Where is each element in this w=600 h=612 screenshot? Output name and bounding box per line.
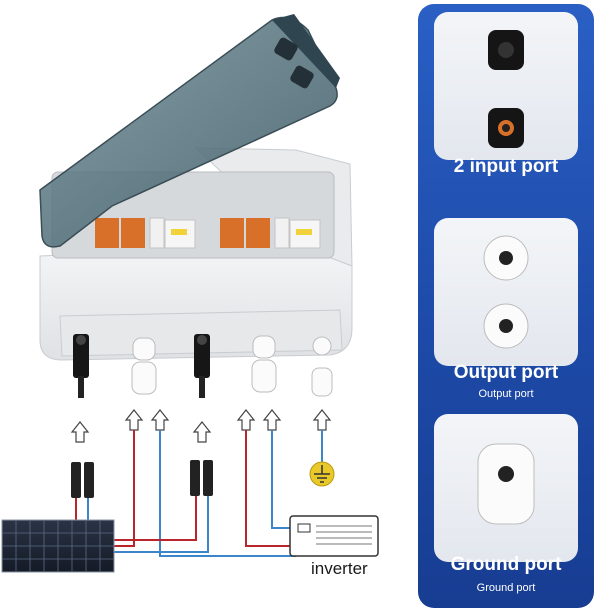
inverter-label: inverter bbox=[311, 559, 368, 578]
cable-gland-icon bbox=[483, 235, 529, 349]
input-port-title: 2 input port bbox=[453, 156, 559, 177]
ground-port-card bbox=[434, 414, 578, 562]
output-port-title: Output port bbox=[453, 362, 559, 383]
input-port-card bbox=[434, 12, 578, 160]
ground-port-title: Ground port bbox=[450, 554, 562, 575]
up-arrow-icons bbox=[70, 409, 332, 443]
combiner-box-diagram bbox=[1, 14, 379, 573]
ground-port-subtitle: Ground port bbox=[476, 582, 536, 594]
cable-gland-2 bbox=[251, 335, 277, 393]
transparent-lid bbox=[39, 14, 340, 248]
mc4-connector-left bbox=[73, 334, 89, 398]
ports-panel: 2 input port Output port Output port Gro… bbox=[418, 4, 594, 608]
wiring bbox=[75, 430, 323, 557]
mc4-pair-icon bbox=[71, 460, 213, 498]
circuit-breakers bbox=[95, 217, 321, 249]
ground-icon bbox=[309, 461, 335, 487]
cable-gland-1 bbox=[131, 337, 157, 395]
output-port-subtitle: Output port bbox=[478, 388, 534, 400]
solar-panel bbox=[1, 519, 115, 573]
output-port-card bbox=[434, 218, 578, 366]
inverter-icon bbox=[289, 515, 379, 557]
ground-gland bbox=[311, 336, 333, 397]
mc4-connector-icon bbox=[488, 30, 524, 148]
ground-gland-icon bbox=[477, 443, 535, 525]
mc4-connector-right bbox=[194, 334, 210, 398]
